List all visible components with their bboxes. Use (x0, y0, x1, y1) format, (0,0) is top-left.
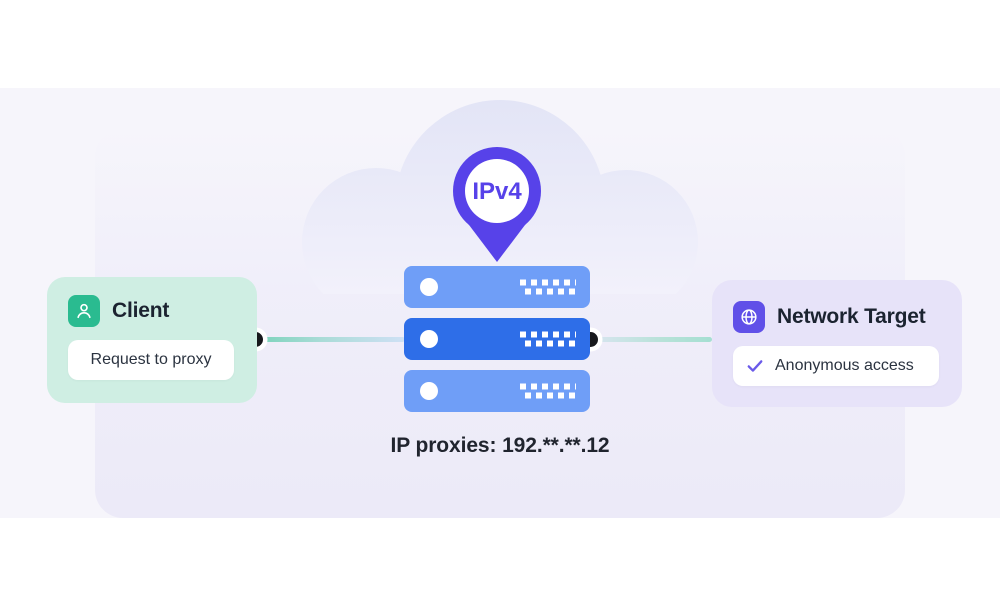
location-pin-icon: IPv4 (453, 147, 541, 262)
network-target-card: Network Target Anonymous access (712, 280, 962, 407)
anonymous-access-badge: Anonymous access (733, 346, 939, 386)
checkmark-icon (745, 356, 765, 376)
request-to-proxy-label: Request to proxy (90, 351, 212, 368)
pin-label: IPv4 (472, 178, 522, 205)
server-led-icon (420, 278, 438, 296)
server-unit-top (404, 266, 590, 308)
client-card-header: Client (68, 295, 169, 327)
server-led-icon (420, 330, 438, 348)
client-to-proxy-line (257, 337, 405, 342)
client-card-title: Client (112, 299, 170, 322)
proxy-server-stack (404, 266, 590, 412)
globe-icon (733, 301, 765, 333)
server-vents-icon (520, 331, 576, 347)
network-target-card-title: Network Target (777, 305, 926, 328)
person-icon (68, 295, 100, 327)
network-target-card-header: Network Target (733, 301, 926, 333)
ip-proxies-caption: IP proxies: 192.**.**.12 (390, 434, 610, 457)
server-vents-icon (520, 279, 576, 295)
server-vents-icon (520, 383, 576, 399)
request-to-proxy-badge: Request to proxy (68, 340, 234, 380)
proxy-to-target-line (591, 337, 712, 342)
server-led-icon (420, 382, 438, 400)
server-unit-middle (404, 318, 590, 360)
client-card: Client Request to proxy (47, 277, 257, 403)
server-unit-bottom (404, 370, 590, 412)
anonymous-access-label: Anonymous access (775, 357, 914, 374)
